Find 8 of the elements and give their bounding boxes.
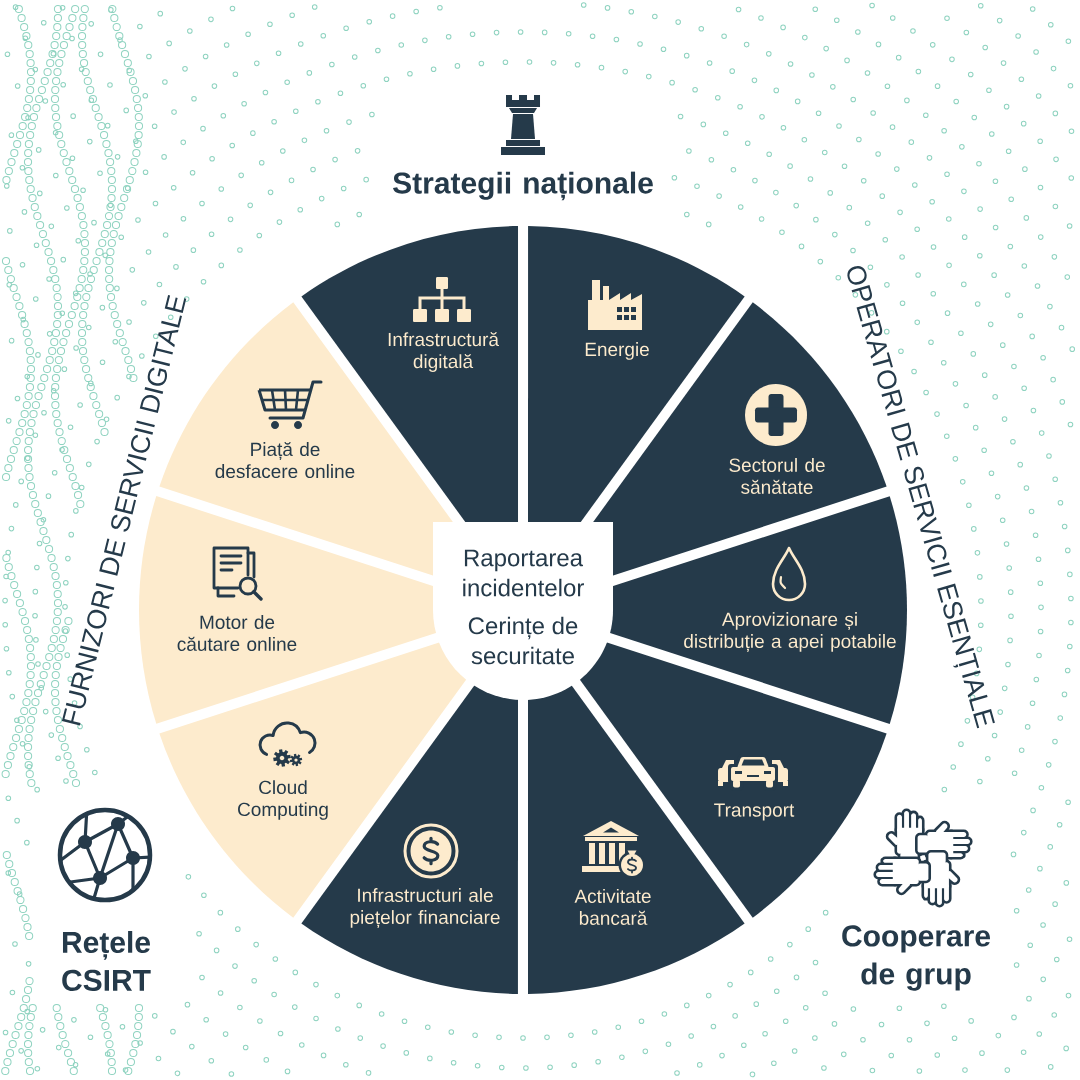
node-label: Aprovizionare și distribuție a apei potabile xyxy=(684,612,896,652)
node-label: Motor de căutare online xyxy=(177,615,297,651)
node-label: Energie xyxy=(585,342,649,360)
node-label: Activitate bancară xyxy=(574,889,651,925)
category-label: Strategii naționale xyxy=(393,171,653,201)
category-label: Rețele CSIRT xyxy=(62,930,151,991)
node-label: Transport xyxy=(714,803,795,821)
category-label: Cooperare de grup xyxy=(842,925,990,991)
